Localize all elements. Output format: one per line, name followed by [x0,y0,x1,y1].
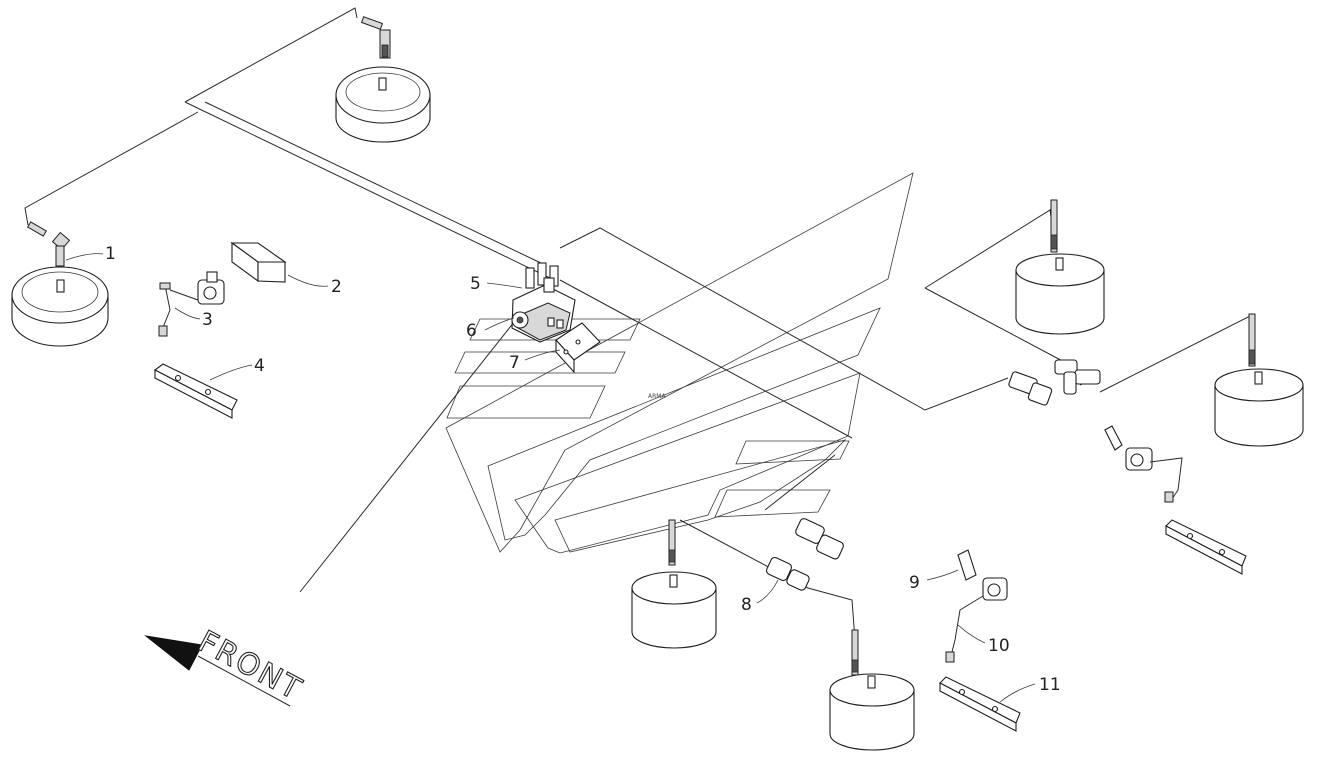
leveling-valve-3 [158,271,225,337]
leveling-valve-right [1104,425,1183,503]
callout-4: 4 [254,356,265,376]
air-spring-rear-3 [631,571,717,649]
bracket-7 [555,322,601,374]
callout-6: 6 [466,321,477,341]
bracket-9 [957,549,977,581]
air-spring-front-left [11,266,109,347]
callout-7: 7 [509,353,520,373]
callout-10: 10 [988,636,1010,656]
callout-8: 8 [741,595,752,615]
air-spring-rear-4 [829,673,915,751]
plate-4 [153,363,238,419]
plate-11 [939,676,1021,732]
bracket-2 [230,241,287,283]
callout-9: 9 [909,573,920,593]
callout-labels: 1 2 3 4 5 6 7 8 9 10 11 [105,244,1061,695]
plate-right [1165,519,1247,575]
front-arrow: FRONT [144,624,309,708]
callout-leaders [65,253,1036,703]
air-spring-rear-1 [1015,253,1105,335]
valve-block [511,262,576,343]
air-spring-front-right [335,66,431,143]
background-logo: ARMA [445,172,914,554]
fittings [27,16,1256,676]
air-spring-rear-2 [1214,368,1304,447]
leveling-valve-10 [945,577,1008,663]
callout-1: 1 [105,244,116,264]
callout-3: 3 [202,310,213,330]
callout-11: 11 [1039,675,1061,695]
svg-text:ARMA: ARMA [648,393,666,400]
callout-2: 2 [331,277,342,297]
front-label: FRONT [192,624,308,708]
callout-5: 5 [470,274,481,294]
